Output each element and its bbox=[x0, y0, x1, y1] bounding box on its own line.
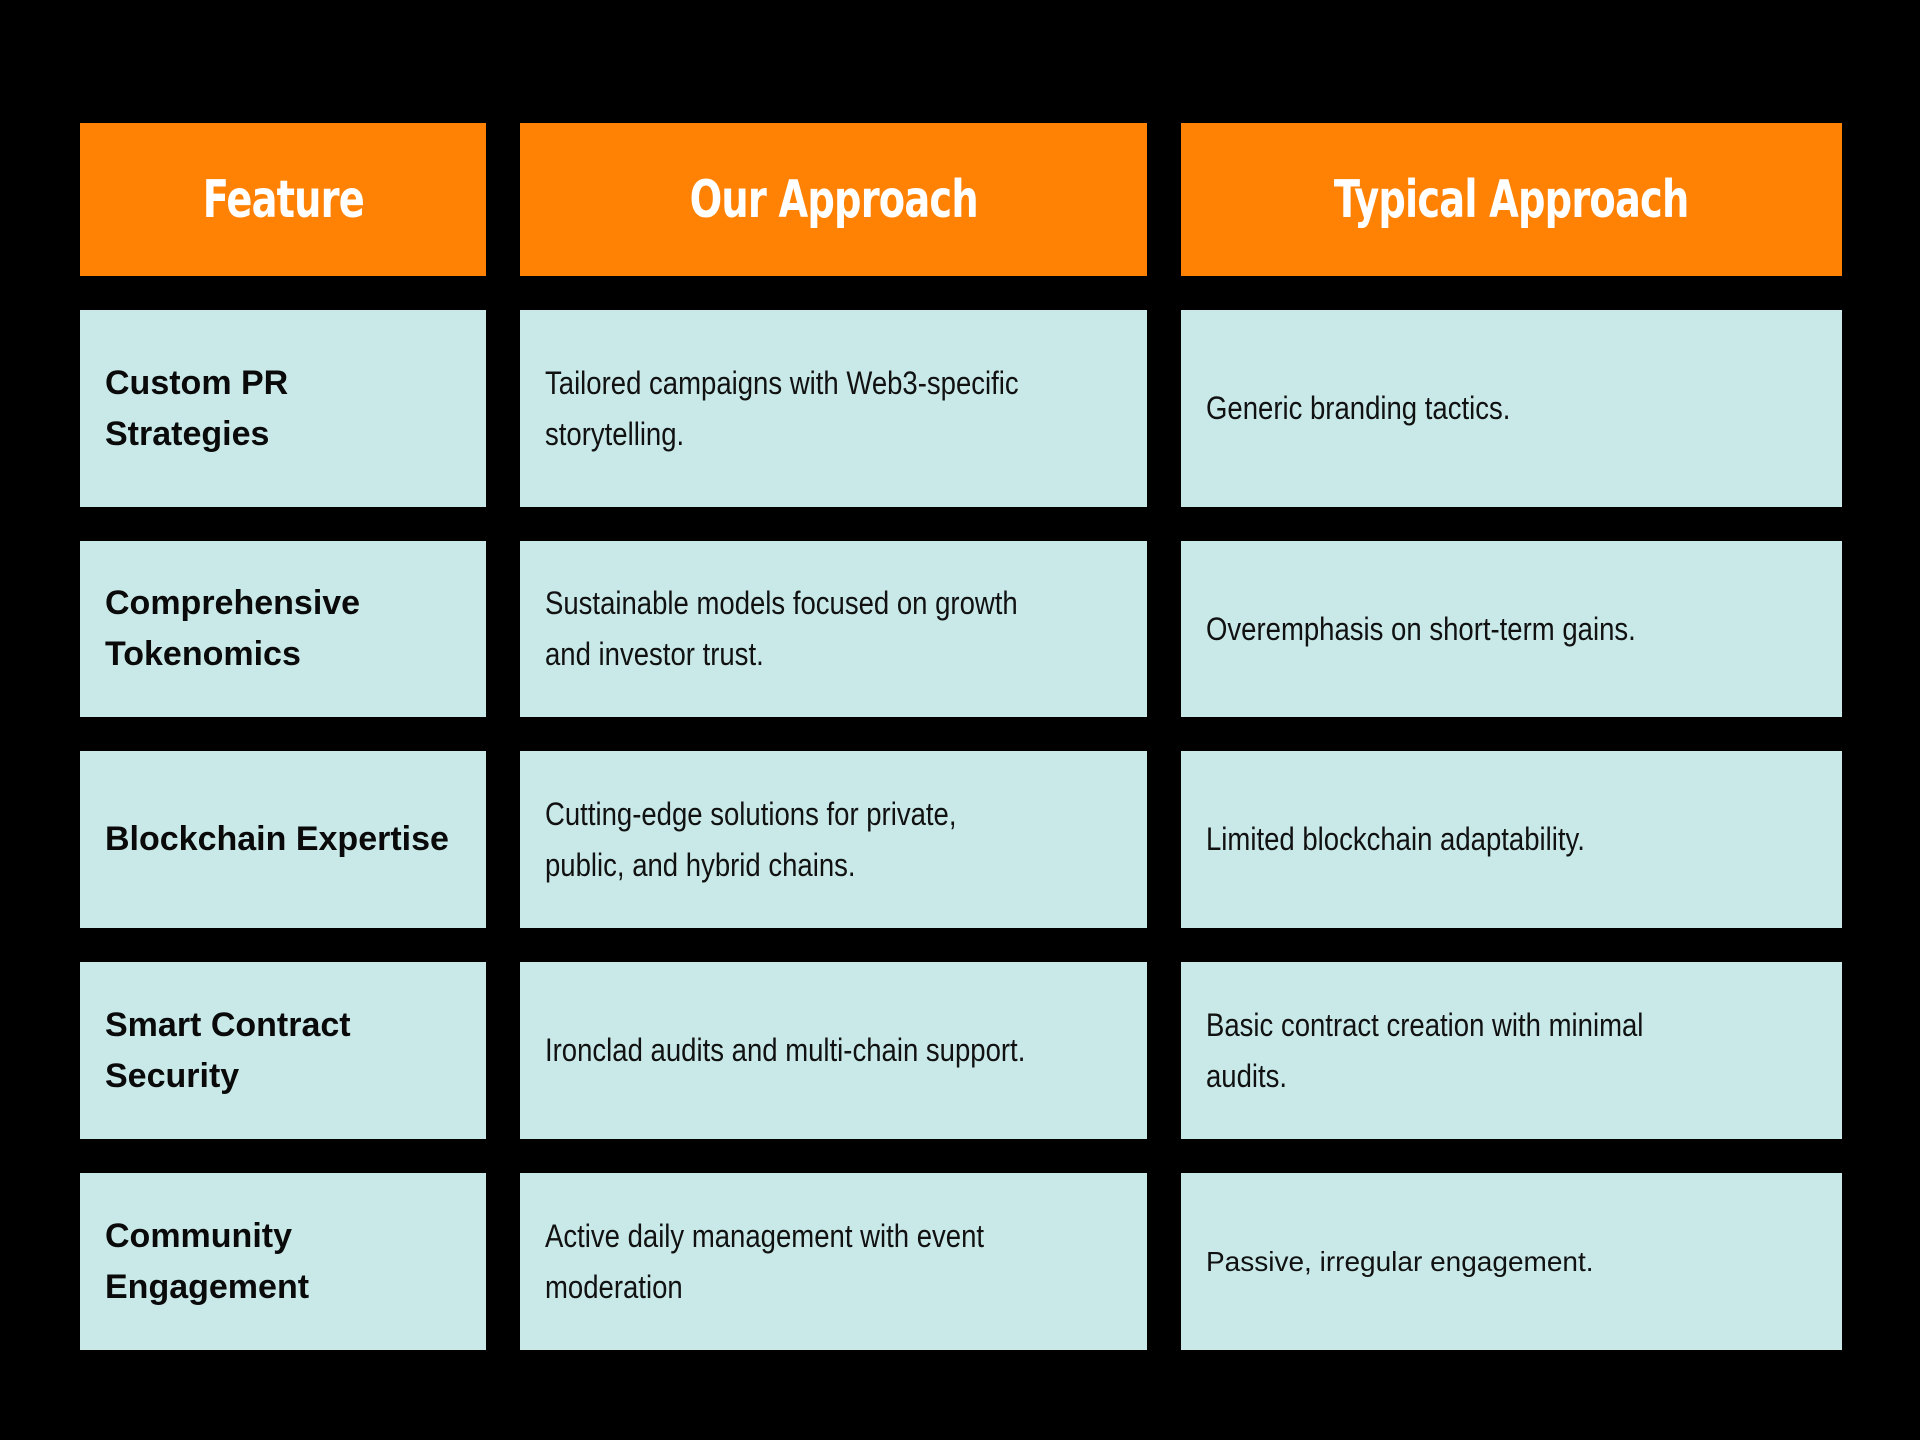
row-gap bbox=[80, 1139, 1842, 1173]
header-feature: Feature bbox=[80, 123, 486, 276]
our-approach-text: Tailored campaigns with Web3-specific st… bbox=[545, 364, 1019, 452]
our-approach-text: Active daily management with event moder… bbox=[545, 1217, 985, 1305]
typical-approach-text: Basic contract creation with minimal aud… bbox=[1206, 1006, 1644, 1094]
feature-cell: Community Engagement bbox=[80, 1173, 486, 1350]
our-approach-cell: Ironclad audits and multi-chain support. bbox=[520, 962, 1147, 1139]
our-approach-cell: Cutting-edge solutions for private, publ… bbox=[520, 751, 1147, 928]
header-our-approach: Our Approach bbox=[520, 123, 1147, 276]
our-approach-cell: Tailored campaigns with Web3-specific st… bbox=[520, 310, 1147, 507]
row-gap bbox=[80, 507, 1842, 541]
header-our-approach-label: Our Approach bbox=[689, 169, 978, 230]
typical-approach-cell: Generic branding tactics. bbox=[1181, 310, 1842, 507]
feature-cell: Comprehensive Tokenomics bbox=[80, 541, 486, 717]
our-approach-cell: Active daily management with event moder… bbox=[520, 1173, 1147, 1350]
feature-cell: Blockchain Expertise bbox=[80, 751, 486, 928]
comparison-table: Feature Our Approach Typical Approach Cu… bbox=[80, 123, 1842, 1350]
typical-approach-cell: Limited blockchain adaptability. bbox=[1181, 751, 1842, 928]
feature-cell: Smart Contract Security bbox=[80, 962, 486, 1139]
header-typical-approach: Typical Approach bbox=[1181, 123, 1842, 276]
feature-cell: Custom PR Strategies bbox=[80, 310, 486, 507]
our-approach-text: Ironclad audits and multi-chain support. bbox=[545, 1032, 1026, 1068]
typical-approach-text: Generic branding tactics. bbox=[1206, 390, 1511, 426]
row-gap bbox=[80, 276, 1842, 310]
our-approach-cell: Sustainable models focused on growth and… bbox=[520, 541, 1147, 717]
row-gap bbox=[80, 717, 1842, 751]
row-gap bbox=[80, 928, 1842, 962]
our-approach-text: Sustainable models focused on growth and… bbox=[545, 585, 1018, 672]
typical-approach-cell: Basic contract creation with minimal aud… bbox=[1181, 962, 1842, 1139]
typical-approach-text: Overemphasis on short-term gains. bbox=[1206, 610, 1636, 647]
typical-approach-cell: Overemphasis on short-term gains. bbox=[1181, 541, 1842, 717]
header-feature-label: Feature bbox=[202, 169, 364, 230]
typical-approach-cell: Passive, irregular engagement. bbox=[1181, 1173, 1842, 1350]
header-typical-approach-label: Typical Approach bbox=[1334, 169, 1689, 230]
typical-approach-text: Limited blockchain adaptability. bbox=[1206, 821, 1585, 857]
our-approach-text: Cutting-edge solutions for private, publ… bbox=[545, 795, 957, 883]
